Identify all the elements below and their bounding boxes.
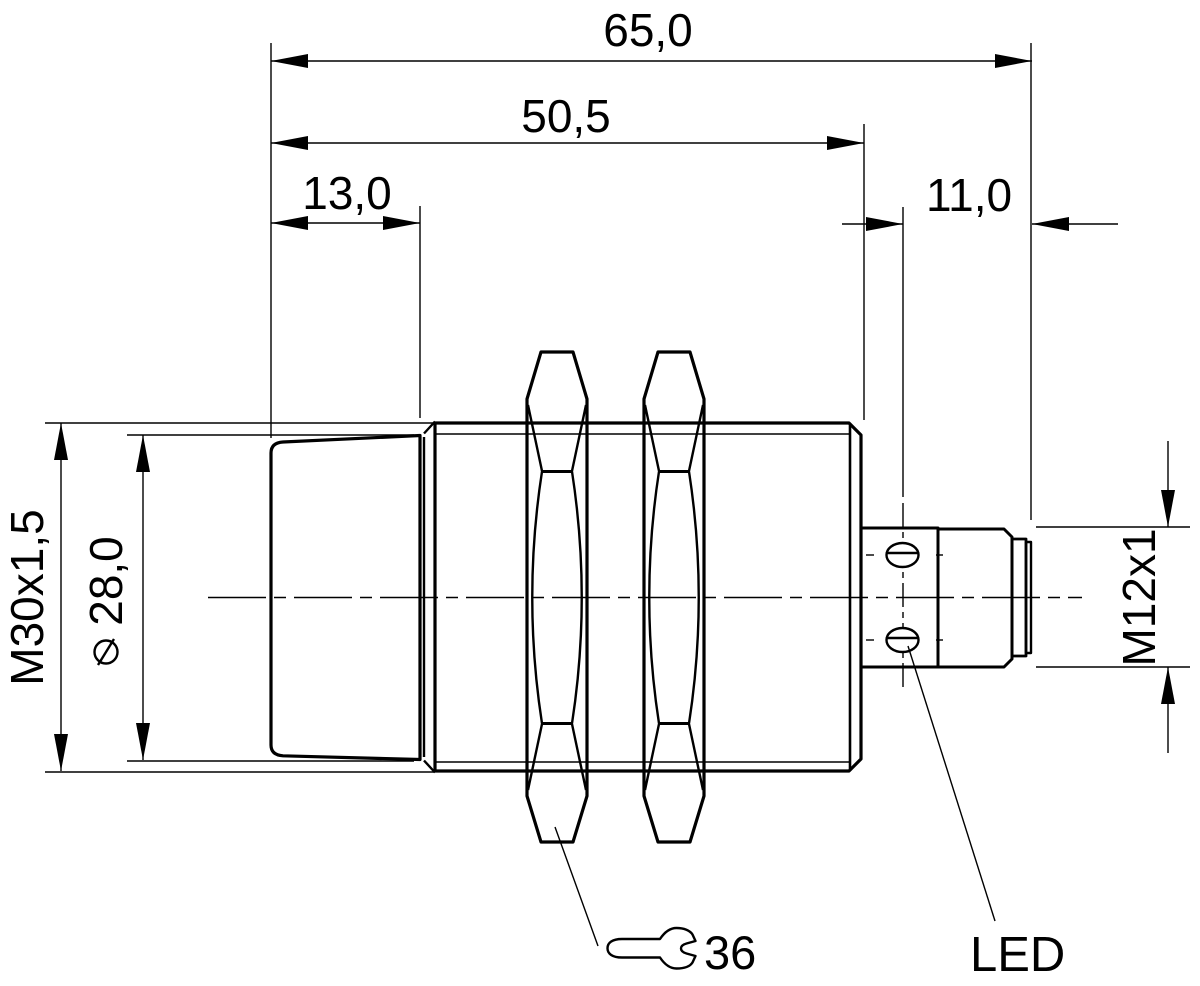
wrench-leader-line bbox=[554, 826, 599, 947]
label-led: LED bbox=[970, 928, 1065, 982]
label-head-diameter: 28,0 bbox=[80, 536, 132, 626]
connector-nut bbox=[936, 527, 1014, 669]
barrel-chamfer-top bbox=[423, 420, 436, 435]
diameter-symbol-icon bbox=[93, 638, 119, 666]
dim-head-length: 13,0 bbox=[302, 167, 392, 219]
label-connector-thread: M12x1 bbox=[1113, 528, 1165, 666]
dim-overall-length: 65,0 bbox=[603, 4, 693, 56]
led-upper bbox=[885, 541, 920, 569]
sensor-outline bbox=[269, 350, 1033, 844]
connector-tip bbox=[1010, 537, 1028, 658]
connector-tip-face bbox=[1024, 540, 1033, 655]
led-leader-line bbox=[907, 645, 996, 922]
dimension-texts: 65,0 50,5 13,0 11,0 M30x1,5 28,0 M12x1 L… bbox=[1, 4, 1165, 982]
label-wrench-size: 36 bbox=[704, 926, 756, 979]
dim-connector-length: 11,0 bbox=[926, 169, 1012, 221]
hex-nut-front bbox=[525, 350, 589, 844]
led-indicators bbox=[885, 541, 920, 654]
led-lower bbox=[885, 626, 920, 654]
dimension-arrowheads bbox=[54, 54, 1175, 771]
barrel-chamfer-bottom bbox=[423, 759, 436, 774]
dim-body-length: 50,5 bbox=[521, 90, 611, 142]
wrench-icon bbox=[606, 926, 697, 970]
label-body-thread: M30x1,5 bbox=[1, 509, 53, 685]
dimension-lines bbox=[45, 43, 1190, 947]
sensor-head bbox=[269, 433, 422, 762]
